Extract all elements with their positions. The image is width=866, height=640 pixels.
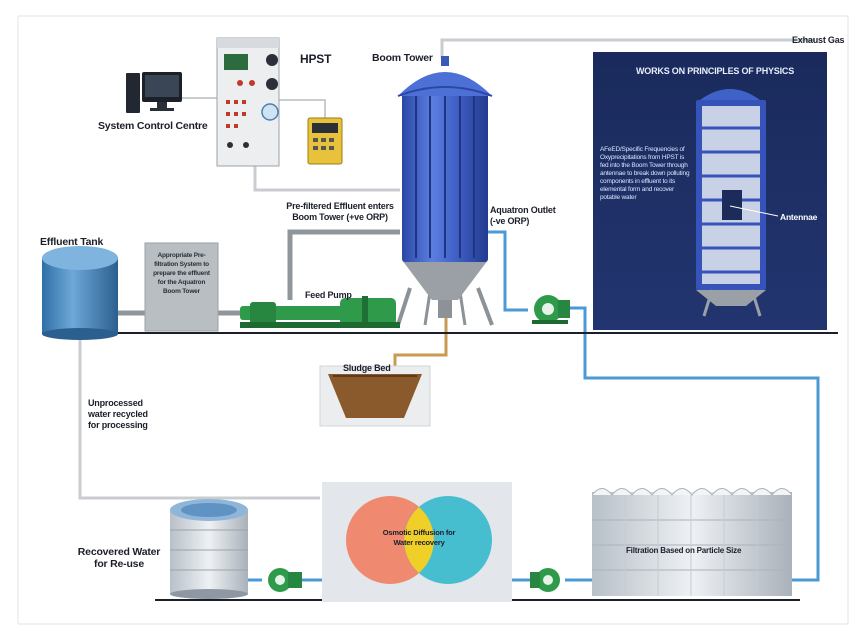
prefiltration-box [144,242,219,332]
computer-icon [126,72,182,113]
aquatron-outlet-label: Aquatron Outlet (-ve ORP) [490,205,556,226]
system-control-centre-label: System Control Centre [98,120,208,132]
venn-overlap [404,507,434,573]
feed-pump-label: Feed Pump [305,290,352,300]
hpst-to-tower-pipe [253,165,400,192]
prefiltration-label: Appropriate Pre-filtration System to pre… [153,252,210,295]
tower-inlet-pipe [287,229,400,300]
boom-tower-icon [396,56,494,326]
pre-filtered-effluent-label: Pre-filtered Effluent enters Boom Tower … [286,201,394,222]
physics-panel [593,52,827,330]
antennae-label: Antennae [780,212,818,222]
recovered-water-label: Recovered Water for Re-use [77,546,161,570]
sludge-bed-label: Sludge Bed [343,363,391,373]
frame [17,15,849,625]
outlet-pipe-to-filtration [568,306,820,582]
feed-pump-icon [240,296,400,328]
recovery-pump-icon [268,568,302,592]
recovered-water-tank-icon [170,499,248,599]
filtration-units-icon [591,488,793,596]
exhaust-gas-label: Exhaust Gas [792,35,845,45]
exhaust-pipe [440,38,815,58]
effluent-tank-label: Effluent Tank [40,236,104,248]
filtration-pump-icon [530,568,560,592]
hpst-label: HPST [300,52,332,66]
panel-description: AFeED/Specific Frequencies of Oxyprecipi… [600,146,690,201]
outlet-pump-icon [532,295,570,324]
osmotic-diffusion-label: Osmotic Diffusion for Water recovery [382,528,456,547]
recycle-pipe [78,338,320,500]
boom-tower-label: Boom Tower [372,52,433,64]
unprocessed-water-label: Unprocessed water recycled for processin… [88,398,148,430]
sludge-bed-icon [319,365,431,427]
hpst-meter-wire [278,99,326,118]
sludge-pipe [393,318,448,368]
filtration-label: Filtration Based on Particle Size [626,546,742,555]
hpst-cabinet-icon [216,37,280,167]
panel-title: WORKS ON PRINCIPLES OF PHYSICS [636,66,795,76]
outlet-pipe [488,230,528,312]
meter-icon [307,117,343,165]
effluent-tank-icon [42,246,118,340]
